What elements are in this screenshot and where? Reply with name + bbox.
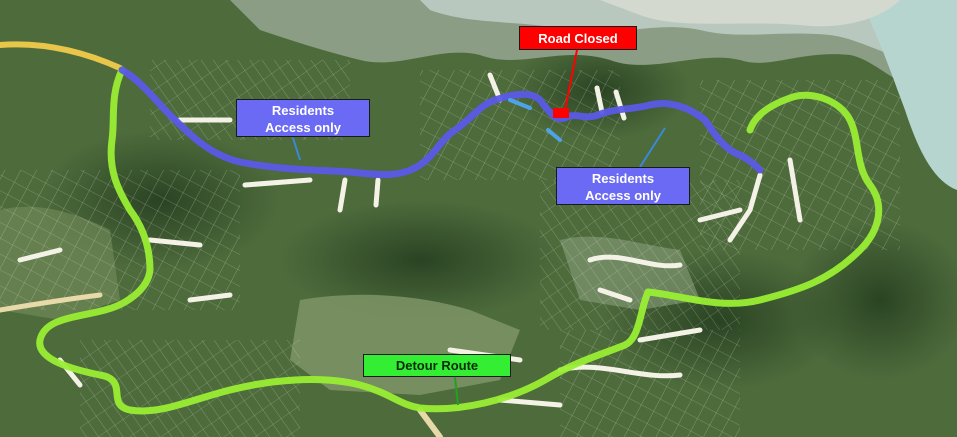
road-closed-text: Road Closed	[538, 31, 618, 46]
forest-patch	[280, 200, 560, 320]
access-side-street	[508, 98, 532, 110]
callout-pointer	[564, 49, 578, 111]
callout-pointer	[639, 127, 666, 168]
residents-access-line2: Access only	[265, 120, 341, 135]
residents-access-line1: Residents	[271, 103, 335, 118]
main-road	[0, 41, 123, 71]
callout-pointer	[454, 376, 459, 406]
residents-access-line2: Access only	[585, 188, 661, 203]
lot-grid	[560, 330, 740, 437]
sea	[860, 0, 957, 190]
detour-route-text: Detour Route	[395, 358, 479, 373]
road-closed-marker	[553, 108, 569, 118]
access-side-street	[546, 128, 562, 142]
residents-access-line1: Residents	[591, 171, 655, 186]
main-road	[417, 407, 443, 437]
main-road	[0, 292, 103, 313]
road-closed-label: Road Closed	[519, 26, 637, 50]
lot-grid	[700, 80, 900, 250]
callout-pointer	[292, 137, 301, 161]
lot-grid	[420, 70, 620, 180]
forest-patch	[790, 220, 957, 380]
detour-route-line	[36, 66, 883, 415]
residents-access-route-line	[118, 66, 764, 179]
detour-route-label: Detour Route	[363, 354, 511, 377]
residents-access-label-west: Residents Access only	[236, 99, 370, 137]
residents-access-label-east: Residents Access only	[556, 167, 690, 205]
sand-flat	[600, 0, 900, 27]
